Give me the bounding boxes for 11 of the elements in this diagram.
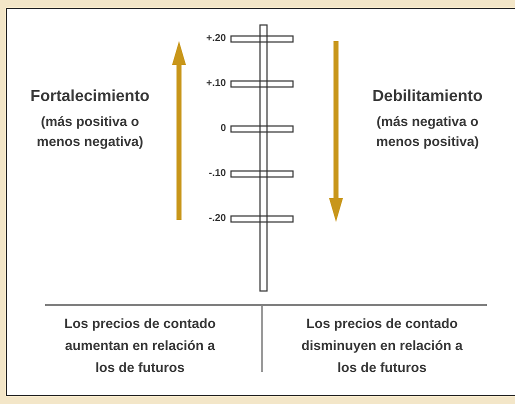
scale-value: 0 — [219, 122, 226, 136]
heading: Debilitamiento — [371, 87, 484, 107]
scale-value: +.10 — [205, 77, 226, 91]
subheading: (más positiva o menos negativa) — [36, 113, 144, 151]
caption-text: Los precios de contado disminuyen en relación a los de futuros — [300, 315, 464, 377]
scale-value: -.10 — [208, 167, 226, 181]
scale-value: -.20 — [208, 212, 226, 226]
scale-value: +.20 — [205, 32, 226, 46]
caption-text: Los precios de contado aumentan en relación a los de futuros — [63, 315, 217, 377]
subheading: (más negativa o menos positiva) — [375, 113, 480, 151]
heading: Fortalecimiento — [29, 87, 151, 107]
